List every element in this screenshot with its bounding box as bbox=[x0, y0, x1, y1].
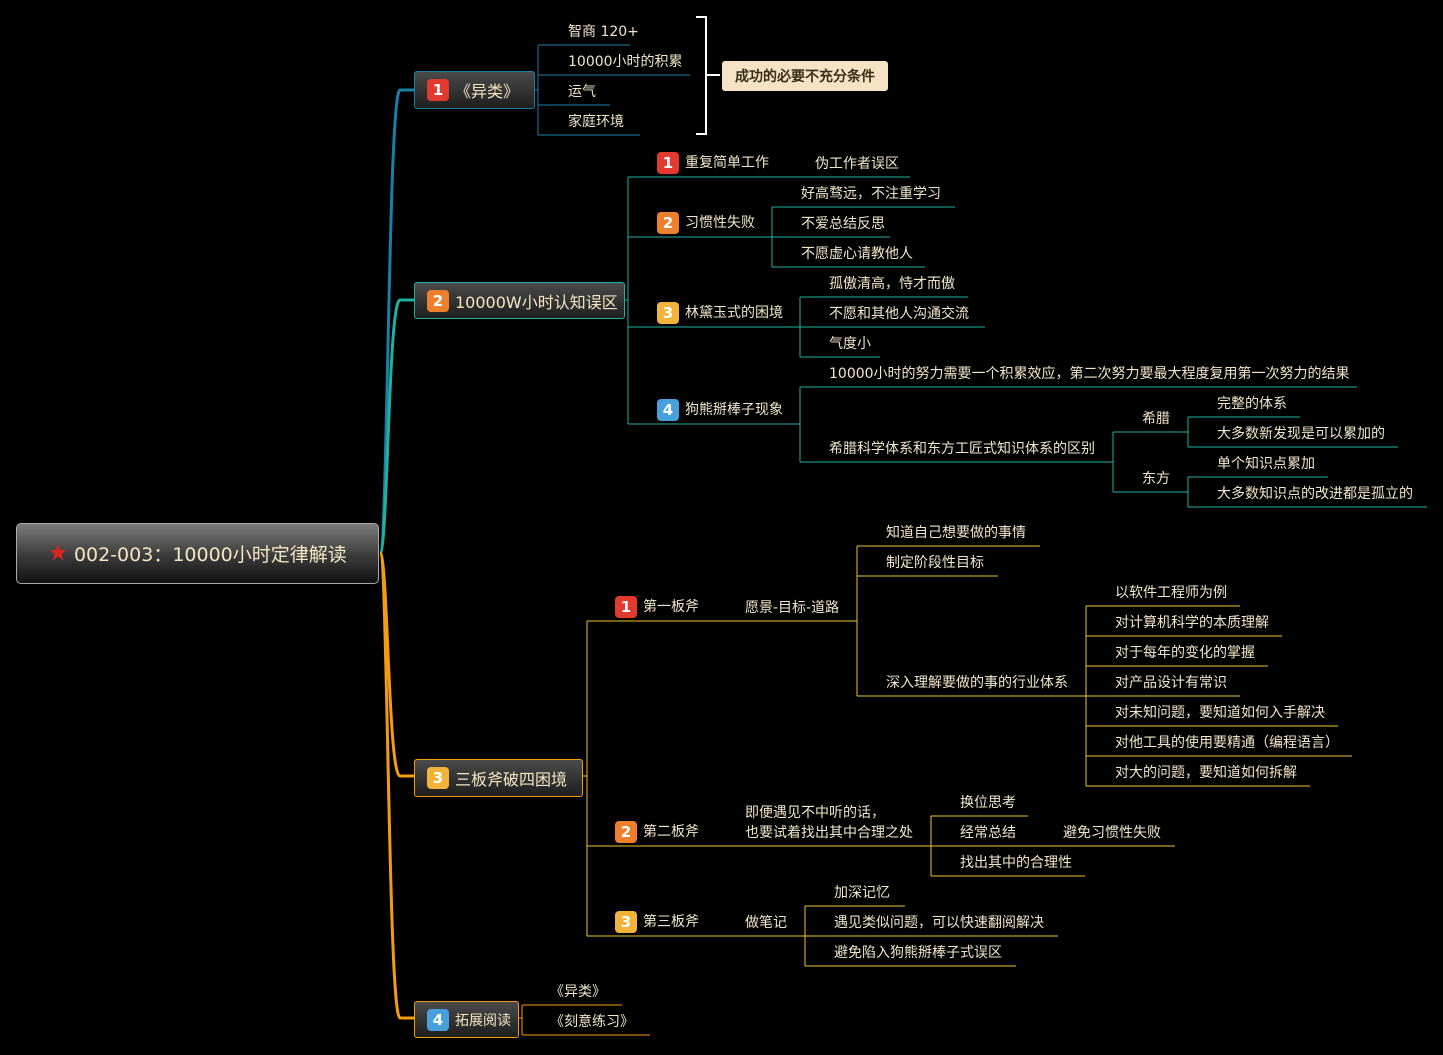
priority-4-badge: 4 bbox=[427, 1008, 449, 1031]
branch2-lines bbox=[624, 176, 1427, 508]
priority-2-badge: 2 bbox=[657, 212, 679, 234]
b2-sub3-item[interactable]: 气度小 bbox=[829, 336, 871, 352]
axe3-item[interactable]: 遇见类似问题，可以快速翻阅解决 bbox=[834, 915, 1044, 931]
axe3[interactable]: 3 第三板斧 bbox=[615, 911, 699, 933]
b2-sub1-leaf[interactable]: 伪工作者误区 bbox=[815, 156, 899, 172]
axe1-deep-item[interactable]: 对于每年的变化的掌握 bbox=[1115, 645, 1255, 661]
axe1-deep-item[interactable]: 以软件工程师为例 bbox=[1115, 585, 1227, 601]
priority-2-badge: 2 bbox=[615, 821, 637, 843]
b2-sub2-item[interactable]: 好高骛远，不注重学习 bbox=[801, 186, 941, 202]
axe1-item[interactable]: 制定阶段性目标 bbox=[886, 555, 984, 571]
greece-item[interactable]: 大多数新发现是可以累加的 bbox=[1217, 426, 1385, 442]
axe1-deep-item[interactable]: 对产品设计有常识 bbox=[1115, 675, 1227, 691]
branch1-item[interactable]: 运气 bbox=[568, 84, 596, 100]
branch4-title: 拓展阅读 bbox=[455, 1012, 511, 1029]
axe2-item[interactable]: 找出其中的合理性 bbox=[960, 855, 1072, 871]
branch1-item[interactable]: 智商 120+ bbox=[568, 24, 639, 40]
branch1-item[interactable]: 家庭环境 bbox=[568, 114, 624, 130]
axe1-title: 第一板斧 bbox=[643, 599, 699, 615]
b2-sub4-title: 狗熊掰棒子现象 bbox=[685, 402, 783, 418]
axe3-title: 第三板斧 bbox=[643, 914, 699, 930]
axe1-item[interactable]: 知道自己想要做的事情 bbox=[886, 525, 1026, 541]
axe1[interactable]: 1 第一板斧 bbox=[615, 596, 699, 618]
summary-bracket bbox=[696, 16, 720, 135]
connector-branch2 bbox=[378, 298, 414, 555]
branch3-node[interactable]: 3 三板斧破四困境 bbox=[414, 759, 583, 797]
axe2-mid-line2[interactable]: 也要试着找出其中合理之处 bbox=[745, 825, 913, 841]
branch1-lines bbox=[534, 44, 690, 136]
b2-sub1-title: 重复简单工作 bbox=[685, 155, 769, 171]
central-topic[interactable]: ★ 002-003：10000小时定律解读 bbox=[16, 523, 379, 584]
axe2-item[interactable]: 经常总结 bbox=[960, 825, 1016, 841]
axe1-deep-item[interactable]: 对大的问题，要知道如何拆解 bbox=[1115, 765, 1297, 781]
b2-sub2-item[interactable]: 不愿虚心请教他人 bbox=[801, 246, 913, 262]
branch1-item[interactable]: 10000小时的积累 bbox=[568, 54, 683, 70]
priority-1-badge: 1 bbox=[657, 152, 679, 174]
b2-sub3[interactable]: 3 林黛玉式的困境 bbox=[657, 302, 783, 324]
priority-3-badge: 3 bbox=[657, 302, 679, 324]
east-item[interactable]: 单个知识点累加 bbox=[1217, 456, 1315, 472]
axe2-item[interactable]: 换位思考 bbox=[960, 795, 1016, 811]
axe3-item[interactable]: 避免陷入狗熊掰棒子式误区 bbox=[834, 945, 1002, 961]
branch2-node[interactable]: 2 10000W小时认知误区 bbox=[414, 282, 625, 319]
b2-sub3-title: 林黛玉式的困境 bbox=[685, 305, 783, 321]
axe1-item[interactable]: 深入理解要做的事的行业体系 bbox=[886, 675, 1068, 691]
b2-sub2-title: 习惯性失败 bbox=[685, 215, 755, 231]
axe2[interactable]: 2 第二板斧 bbox=[615, 821, 699, 843]
axe1-deep-item[interactable]: 对未知问题，要知道如何入手解决 bbox=[1115, 705, 1325, 721]
b2-sub3-item[interactable]: 不愿和其他人沟通交流 bbox=[829, 306, 969, 322]
axe2-title: 第二板斧 bbox=[643, 824, 699, 840]
priority-4-badge: 4 bbox=[657, 399, 679, 421]
east-item[interactable]: 大多数知识点的改进都是孤立的 bbox=[1217, 486, 1413, 502]
branch4-lines bbox=[518, 1004, 650, 1036]
central-title: 002-003：10000小时定律解读 bbox=[73, 544, 347, 566]
priority-1-badge: 1 bbox=[427, 79, 449, 101]
star-icon: ★ bbox=[48, 541, 68, 566]
east-label[interactable]: 东方 bbox=[1142, 471, 1170, 487]
axe3-mid[interactable]: 做笔记 bbox=[745, 915, 787, 931]
b2-sub4-item[interactable]: 希腊科学体系和东方工匠式知识体系的区别 bbox=[829, 441, 1095, 457]
axe3-item[interactable]: 加深记忆 bbox=[834, 885, 890, 901]
branch2-title: 10000W小时认知误区 bbox=[455, 292, 618, 312]
b2-sub1[interactable]: 1 重复简单工作 bbox=[657, 152, 769, 174]
b2-sub4[interactable]: 4 狗熊掰棒子现象 bbox=[657, 399, 783, 421]
branch4-item[interactable]: 《异类》 bbox=[550, 984, 606, 1000]
branch1-node[interactable]: 1 《异类》 bbox=[414, 71, 535, 109]
branch4-node[interactable]: 4 拓展阅读 bbox=[414, 1001, 519, 1038]
priority-3-badge: 3 bbox=[427, 767, 449, 789]
greece-label[interactable]: 希腊 bbox=[1142, 411, 1170, 427]
axe1-deep-item[interactable]: 对他工具的使用要精通（编程语言） bbox=[1115, 735, 1339, 751]
connector-branch4 bbox=[378, 551, 414, 1020]
axe1-mid[interactable]: 愿景-目标-道路 bbox=[745, 600, 840, 616]
axe2-summary-leaf[interactable]: 避免习惯性失败 bbox=[1063, 825, 1161, 841]
b2-sub2-item[interactable]: 不爱总结反思 bbox=[801, 216, 885, 232]
priority-2-badge: 2 bbox=[427, 289, 449, 312]
axe2-mid-line1[interactable]: 即便遇见不中听的话， bbox=[745, 805, 885, 821]
branch3-lines bbox=[582, 545, 1352, 967]
axe1-deep-item[interactable]: 对计算机科学的本质理解 bbox=[1115, 615, 1269, 631]
branch4-item[interactable]: 《刻意练习》 bbox=[550, 1014, 634, 1030]
priority-1-badge: 1 bbox=[615, 596, 637, 618]
branch3-title: 三板斧破四困境 bbox=[455, 770, 568, 789]
b2-sub3-item[interactable]: 孤傲清高，恃才而傲 bbox=[829, 276, 955, 292]
b2-sub2[interactable]: 2 习惯性失败 bbox=[657, 212, 755, 234]
greece-item[interactable]: 完整的体系 bbox=[1217, 396, 1287, 412]
b2-sub4-item[interactable]: 10000小时的努力需要一个积累效应，第二次努力要最大程度复用第一次努力的结果 bbox=[829, 366, 1350, 382]
branch1-title: 《异类》 bbox=[455, 82, 520, 101]
summary-callout[interactable]: 成功的必要不充分条件 bbox=[722, 61, 888, 91]
priority-3-badge: 3 bbox=[615, 911, 637, 933]
